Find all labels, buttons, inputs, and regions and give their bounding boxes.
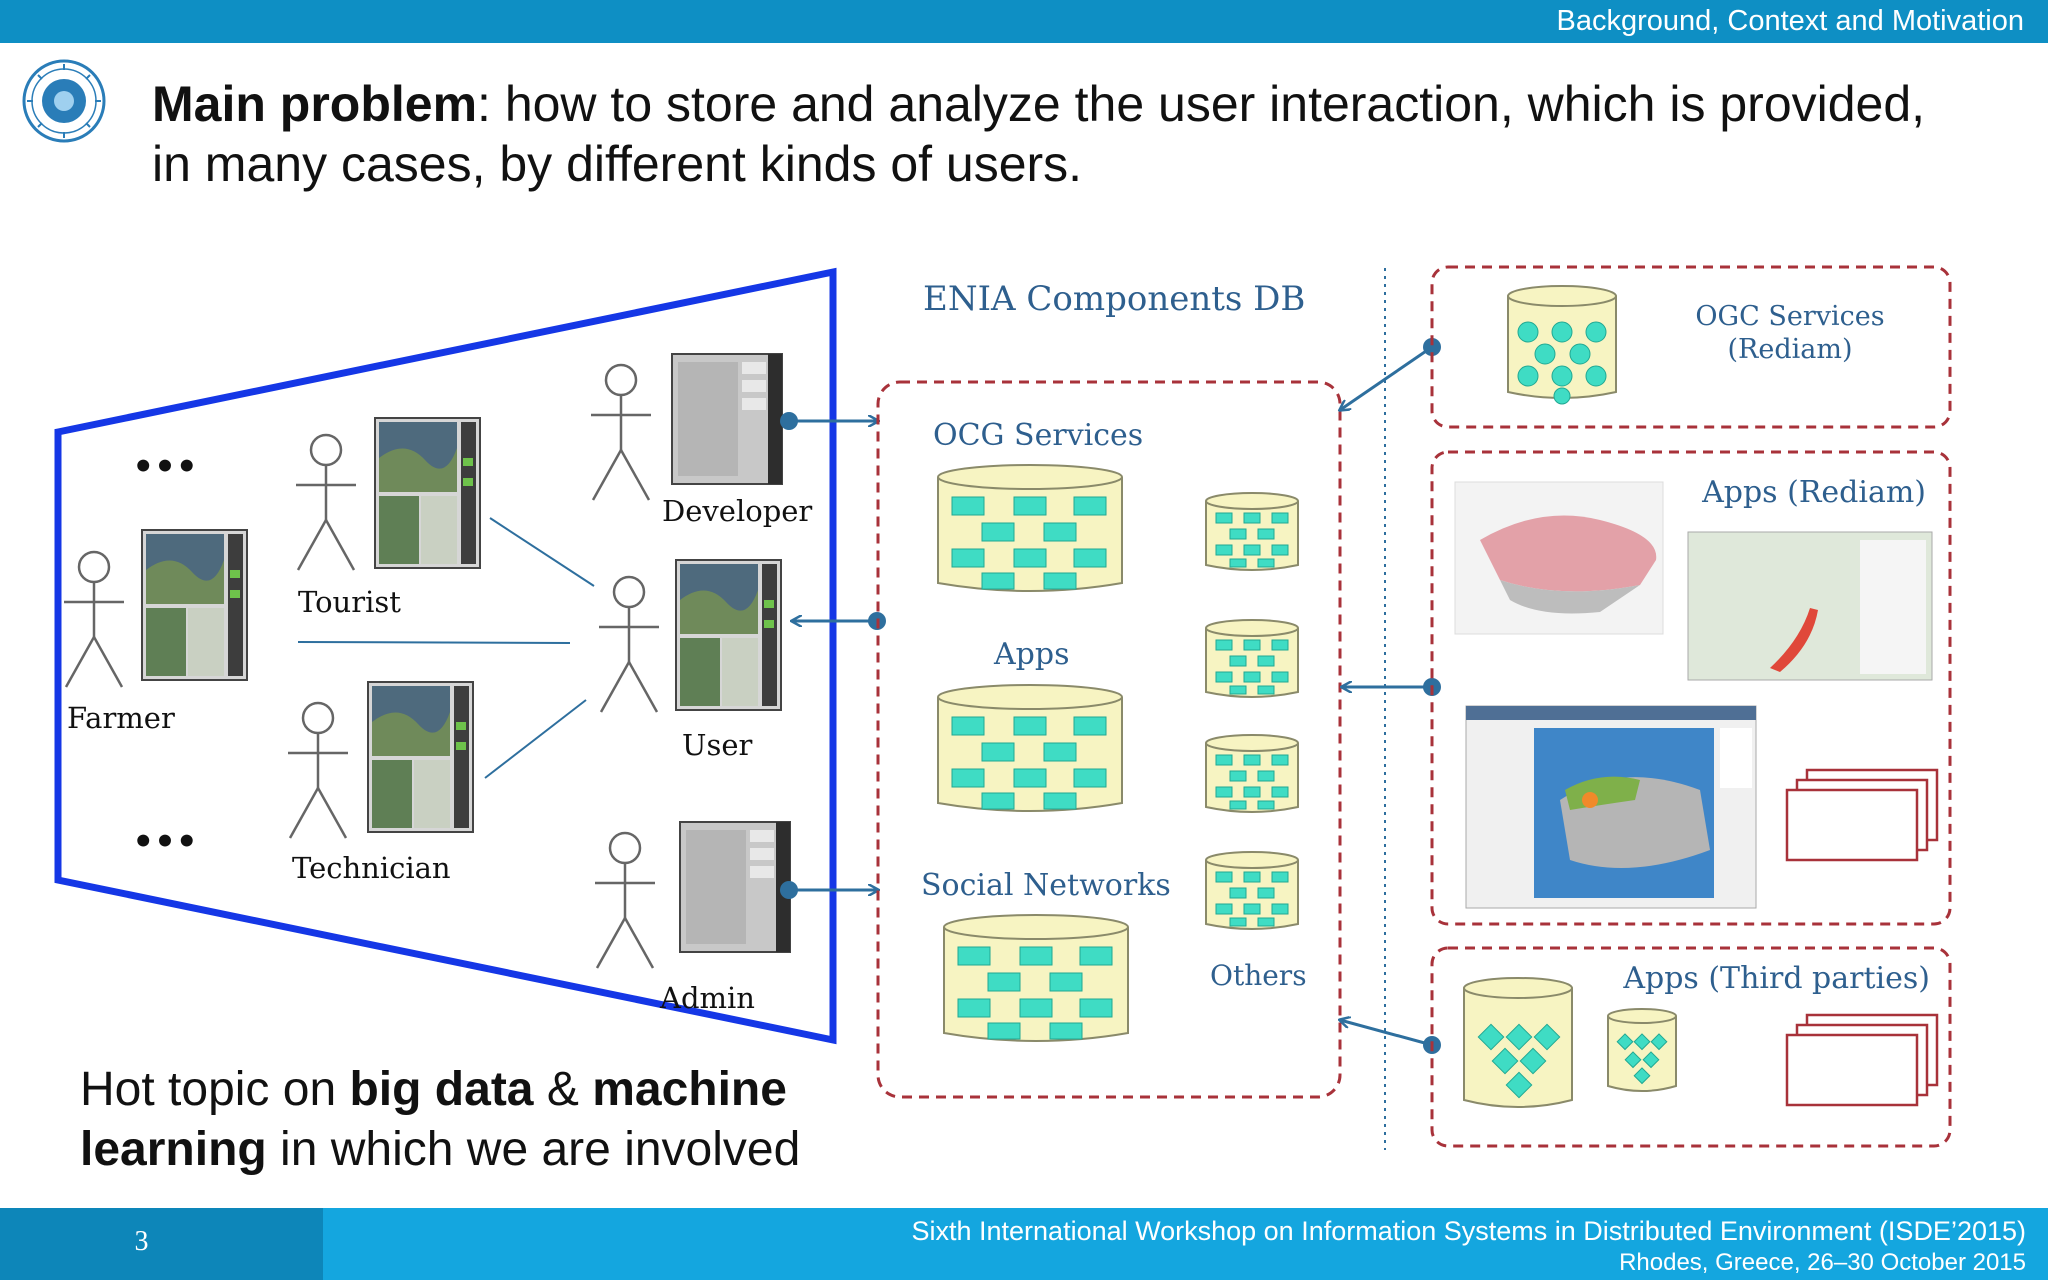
ogc-rediam-label-1: OGC Services <box>1695 301 1884 332</box>
apps-label: Apps <box>993 637 1069 672</box>
tourist-screenshot <box>374 417 481 569</box>
users-frame <box>54 267 837 1045</box>
hot-topic-machine: machine <box>592 1063 787 1116</box>
user-screenshot <box>675 559 782 711</box>
farmer-label: Farmer <box>67 701 175 735</box>
top-bar: Background, Context and Motivation <box>0 0 2048 43</box>
ogc-services-label: OCG Services <box>933 418 1143 453</box>
admin-stick-figure <box>593 831 657 970</box>
hot-topic-big-data: big data <box>349 1063 534 1116</box>
technician-label: Technician <box>292 851 451 885</box>
others-db-3 <box>1205 734 1299 813</box>
ellipsis-bottom: ••• <box>132 822 197 862</box>
hot-topic-learning: learning <box>80 1123 267 1176</box>
third-party-db-small <box>1607 1008 1677 1092</box>
ogc-rediam-label-2: (Rediam) <box>1728 334 1853 365</box>
admin-label: Admin <box>659 981 755 1015</box>
main-problem-heading: Main problem: how to store and analyze t… <box>152 74 2012 194</box>
user-label: User <box>682 728 752 762</box>
section-title: Background, Context and Motivation <box>1556 5 2025 37</box>
enia-db-title: ENIA Components DB <box>923 279 1305 319</box>
architecture-diagram: ••• ••• Farmer Tourist Technician Develo… <box>54 265 1952 1150</box>
university-seal-logo <box>22 59 106 143</box>
hot-topic-t1: Hot topic on <box>80 1063 350 1116</box>
footer-bar <box>0 1208 2048 1280</box>
hot-topic-t3: in which we are involved <box>266 1123 801 1176</box>
enia-db-box <box>876 380 1342 1099</box>
ellipsis-top: ••• <box>132 447 197 487</box>
apps-third-label: Apps (Third parties) <box>1622 961 1930 996</box>
developer-screenshot <box>671 353 783 485</box>
technician-stick-figure <box>286 701 350 840</box>
rediam-app-screenshot-3 <box>1465 705 1757 909</box>
developer-stick-figure <box>589 363 653 502</box>
others-db-1 <box>1205 492 1299 571</box>
technician-screenshot <box>367 681 474 833</box>
others-db-2 <box>1205 619 1299 698</box>
others-label: Others <box>1210 959 1307 992</box>
third-party-db-large <box>1463 977 1573 1108</box>
rediam-app-screenshot-2 <box>1687 531 1933 681</box>
user-stick-figure <box>597 575 661 714</box>
main-problem-label: Main problem <box>152 76 478 132</box>
apps-rediam-label: Apps (Rediam) <box>1701 475 1926 510</box>
footer-page-block <box>0 1208 323 1280</box>
social-networks-db <box>943 914 1129 1042</box>
farmer-screenshot <box>141 529 248 681</box>
farmer-stick-figure <box>62 550 126 689</box>
rediam-app-screenshot-1 <box>1454 481 1664 635</box>
ogc-rediam-db <box>1507 285 1617 405</box>
ogc-services-db <box>937 464 1123 592</box>
ogc-rediam-box <box>1430 265 1952 429</box>
hot-topic-t2: & <box>533 1063 593 1116</box>
main-problem-text-line2: in many cases, by different kinds of use… <box>152 136 1083 192</box>
apps-rediam-box <box>1430 450 1952 926</box>
developer-label: Developer <box>662 494 812 528</box>
others-db-4 <box>1205 851 1299 930</box>
hot-topic-text: Hot topic on big data & machine learning… <box>80 1060 900 1180</box>
third-party-app-windows <box>1785 1013 1939 1107</box>
tourist-stick-figure <box>294 433 358 572</box>
footer-location: Rhodes, Greece, 26–30 October 2015 <box>1619 1249 2026 1276</box>
admin-screenshot <box>679 821 791 953</box>
page-number: 3 <box>134 1226 149 1257</box>
footer-workshop: Sixth International Workshop on Informat… <box>911 1216 2026 1246</box>
tourist-label: Tourist <box>298 585 401 619</box>
main-problem-text: : how to store and analyze the user inte… <box>477 76 1926 132</box>
apps-third-box <box>1430 946 1952 1148</box>
rediam-app-windows <box>1785 768 1939 862</box>
apps-db <box>937 684 1123 812</box>
social-networks-label: Social Networks <box>921 868 1171 903</box>
